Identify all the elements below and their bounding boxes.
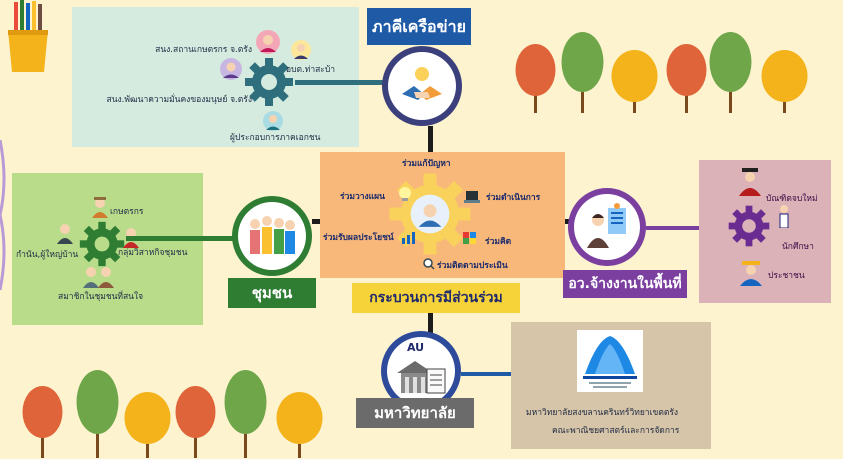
university-building-icon — [393, 353, 449, 397]
university-logo-text: AU — [407, 341, 425, 354]
employment-panel — [699, 160, 831, 303]
university-caption-1: มหาวิทยาลัยสงขลานครินทร์วิทยาเขตตรัง — [526, 408, 679, 418]
magnifier-icon — [423, 258, 435, 270]
employment-gear-icon — [727, 204, 771, 248]
network-to-process-line — [428, 126, 433, 152]
network-panel — [72, 7, 359, 147]
trees-bottom-left — [22, 368, 332, 458]
network-member-4: ผู้ประกอบการภาคเอกชน — [230, 133, 321, 143]
process-to-university-line — [428, 313, 433, 333]
community-gear-icon — [78, 220, 126, 268]
community-people-circle — [232, 196, 312, 276]
community-member-1: เกษตรกร — [110, 207, 144, 217]
employment-member-3: ประชาชน — [768, 271, 805, 281]
process-step-4: ร่วมรับผลประโยชน์ — [323, 233, 394, 243]
employment-circle — [568, 188, 646, 266]
citizen-avatar — [738, 260, 764, 286]
employment-member-2: นักศึกษา — [782, 242, 814, 252]
process-gear-icon — [388, 172, 472, 256]
network-gear-icon — [243, 56, 295, 108]
employment-connector — [646, 226, 736, 230]
handshake-icon — [398, 64, 446, 108]
process-step-5: ร่วมคิด — [485, 237, 512, 247]
community-member-2: กำนัน,ผู้ใหญ่บ้าน — [16, 250, 79, 260]
chart-icon — [401, 230, 417, 244]
university-faculty-logo — [577, 330, 643, 392]
network-handshake-circle — [382, 46, 462, 126]
university-title: มหาวิทยาลัย — [356, 398, 474, 428]
community-member-3: กลุ่มวิสาหกิจชุมชน — [118, 248, 188, 258]
graduate-avatar — [737, 166, 763, 196]
community-title: ชุมชน — [228, 278, 316, 308]
network-avatar-4 — [263, 111, 283, 131]
university-connector — [461, 372, 537, 376]
university-circle: AU — [381, 331, 461, 411]
network-connector — [295, 80, 393, 85]
crowd-icon — [246, 212, 298, 260]
network-member-2: อบต.ท่าสะบ้า — [286, 65, 336, 75]
process-title: กระบวนการมีส่วนร่วม — [352, 283, 520, 313]
process-step-6: ร่วมติดตามประเมิน — [437, 261, 508, 271]
pencil-cup-icon — [0, 0, 55, 75]
trees-top-right — [515, 28, 815, 118]
network-title: ภาคีเครือข่าย — [367, 8, 471, 45]
employment-title: อว.จ้างงานในพื้นที่ — [563, 270, 687, 298]
lightbulb-icon — [397, 186, 413, 202]
enterprise-group-avatar — [121, 226, 141, 248]
process-step-3: ร่วมดำเนินการ — [486, 193, 541, 203]
members-group-avatar — [82, 264, 116, 288]
network-member-1: สนง.สถานเกษตรกร จ.ตรัง — [155, 45, 252, 55]
farmer-avatar — [90, 196, 110, 218]
process-step-2: ร่วมวางแผน — [340, 192, 385, 202]
network-avatar-2 — [291, 40, 311, 60]
university-caption-2: คณะพาณิชยศาสตร์และการจัดการ — [552, 426, 680, 436]
process-step-1: ร่วมแก้ปัญหา — [402, 159, 451, 169]
laptop-icon — [464, 190, 480, 204]
network-member-3: สนง.พัฒนาความมั่นคงของมนุษย์ จ.ตรัง — [106, 95, 252, 105]
puzzle-icon — [462, 230, 478, 244]
community-gear-connector — [126, 236, 236, 241]
village-head-avatar — [55, 222, 75, 244]
community-member-4: สมาชิกในชุมชนที่สนใจ — [58, 292, 144, 302]
left-edge-decoration — [0, 140, 8, 290]
employment-worker-icon — [584, 202, 630, 250]
network-avatar-1 — [256, 30, 280, 54]
employment-member-1: บัณฑิตจบใหม่ — [766, 194, 818, 204]
network-avatar-3 — [220, 58, 242, 80]
student-avatar — [777, 204, 791, 228]
